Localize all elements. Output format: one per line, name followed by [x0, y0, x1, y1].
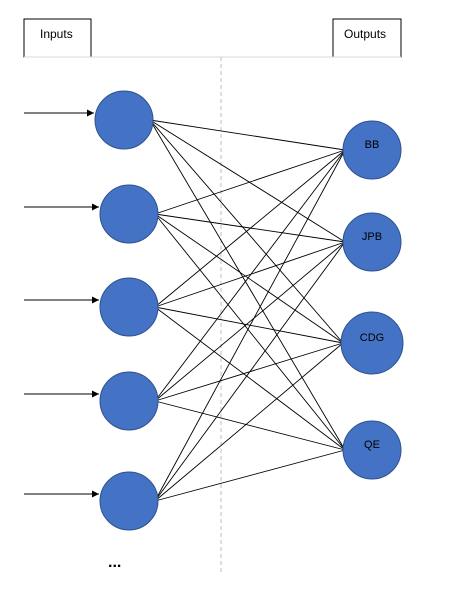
connection-line — [154, 149, 346, 502]
inputs-header-label: Inputs — [40, 27, 73, 41]
outputs-header-box — [332, 18, 402, 58]
connection-line — [154, 449, 346, 502]
connection-line — [154, 400, 346, 451]
output-node-circle — [342, 212, 402, 272]
connection-line — [149, 119, 346, 243]
input-node — [99, 371, 159, 431]
connection-line — [154, 342, 344, 502]
output-node-label: JPB — [362, 231, 382, 243]
output-node-qe: QE — [342, 420, 402, 480]
output-node-label: BB — [365, 139, 380, 151]
connection-line — [154, 241, 346, 402]
input-arrows — [24, 109, 99, 498]
connection-line — [154, 342, 344, 402]
output-layer: BB JPB CDG QE — [340, 120, 404, 480]
connection-line — [149, 119, 346, 451]
connection-line — [154, 149, 346, 215]
input-layer — [94, 90, 159, 531]
output-node-circle — [342, 420, 402, 480]
input-node — [94, 90, 154, 150]
connection-line — [149, 119, 346, 151]
inputs-header: Inputs — [23, 18, 92, 58]
input-node — [99, 184, 159, 244]
connection-line — [154, 306, 346, 451]
connection-line — [154, 241, 346, 308]
output-node-label: QE — [364, 439, 380, 451]
connection-line — [154, 213, 344, 344]
connection-line — [154, 149, 346, 308]
connection-line — [154, 306, 344, 344]
output-node-circle — [342, 120, 402, 180]
output-node-circle — [340, 311, 404, 375]
output-node-bb: BB — [342, 120, 402, 180]
input-node — [99, 277, 159, 337]
outputs-header: Outputs — [332, 18, 402, 58]
more-inputs-ellipsis: ... — [108, 554, 121, 571]
inputs-header-box — [23, 18, 92, 58]
input-node — [99, 471, 159, 531]
connection-lines — [149, 119, 346, 502]
connection-line — [154, 213, 346, 451]
output-node-label: CDG — [360, 332, 384, 344]
outputs-header-label: Outputs — [344, 27, 386, 41]
output-node-jpb: JPB — [342, 212, 402, 272]
connection-line — [154, 241, 346, 502]
connection-line — [154, 149, 346, 402]
output-node-cdg: CDG — [340, 311, 404, 375]
